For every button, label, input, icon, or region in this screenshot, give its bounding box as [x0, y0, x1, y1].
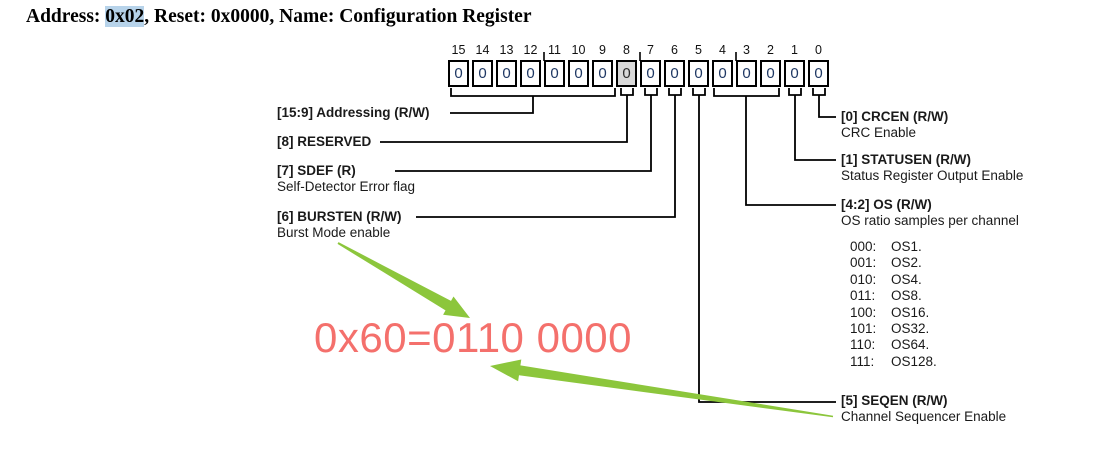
bit-number-6: 6 — [671, 43, 678, 57]
bit-cell-8-reserved: 0 — [616, 60, 637, 87]
os-option-row: 111: OS128. — [841, 354, 1019, 370]
os-option-code: 110: — [850, 337, 876, 353]
bit-number-11: 11 — [548, 43, 561, 57]
os-option-code: 100: — [850, 304, 877, 320]
bit-number-13: 13 — [499, 43, 514, 57]
bit-cell-10: 0 — [568, 60, 589, 87]
os-option-value: OS128. — [891, 353, 937, 369]
title-prefix: Address: — [26, 6, 106, 27]
connector-addressing — [450, 88, 616, 114]
bit-cell-row: 0 0 0 0 0 0 0 0 0 0 0 0 0 0 0 0 — [448, 60, 829, 87]
bit-cell-15: 0 — [448, 60, 469, 87]
os-option-code: 001: — [850, 255, 877, 271]
os-option-row: 101: OS32. — [841, 321, 1019, 337]
field-sdef: [7] SDEF (R) Self-Detector Error flag — [277, 163, 415, 195]
os-options-list: 000: OS1. 001: OS2. 010: OS4. 011: OS8. 100:… — [841, 239, 1019, 370]
field-addressing-name: [15:9] Addressing (R/W) — [277, 105, 430, 120]
bit-number-5: 5 — [695, 43, 702, 57]
bit-number-9: 9 — [599, 43, 606, 57]
green-arrow-from-bursten — [337, 242, 470, 318]
bit-cell-3: 0 — [736, 60, 757, 87]
bit-cell-12: 0 — [520, 60, 541, 87]
connector-statusen — [788, 88, 836, 161]
os-option-code: 010: — [850, 271, 877, 287]
connector-bursten — [416, 88, 682, 218]
os-option-value: OS2. — [891, 255, 922, 271]
field-reserved-name: [8] RESERVED — [277, 134, 372, 149]
os-option-row: 000: OS1. — [841, 239, 1019, 255]
bit-cell-2: 0 — [760, 60, 781, 87]
os-option-row: 100: OS16. — [841, 305, 1019, 321]
field-statusen: [1] STATUSEN (R/W) Status Register Outpu… — [841, 152, 1023, 184]
bit-number-0: 0 — [815, 43, 822, 57]
os-option-row: 001: OS2. — [841, 255, 1019, 271]
bit-cell-9: 0 — [592, 60, 613, 87]
page-title: Address: 0x02, Reset: 0x0000, Name: Conf… — [26, 6, 532, 28]
field-seqen-desc: Channel Sequencer Enable — [841, 409, 1007, 424]
connector-seqen — [692, 88, 836, 403]
bit-cell-11: 0 — [544, 60, 565, 87]
bit-number-2: 2 — [767, 43, 774, 57]
field-statusen-desc: Status Register Output Enable — [841, 168, 1024, 183]
os-option-code: 101: — [850, 321, 877, 337]
field-os-desc: OS ratio samples per channel — [841, 213, 1019, 228]
field-seqen: [5] SEQEN (R/W) Channel Sequencer Enable — [841, 393, 1006, 425]
field-os: [4:2] OS (R/W) OS ratio samples per chan… — [841, 197, 1019, 370]
bit-cell-4: 0 — [712, 60, 733, 87]
bit-cell-6: 0 — [664, 60, 685, 87]
os-option-value: OS32. — [891, 321, 930, 337]
bit-cell-13: 0 — [496, 60, 517, 87]
title-suffix: , Reset: 0x0000, Name: Configuration Reg… — [144, 6, 532, 27]
os-option-value: OS1. — [891, 239, 922, 254]
field-crcen-desc: CRC Enable — [841, 125, 917, 140]
bit-number-12: 12 — [523, 43, 538, 57]
bit-cell-0: 0 — [808, 60, 829, 87]
field-sdef-desc: Self-Detector Error flag — [277, 179, 416, 194]
green-arrow-from-seqen — [490, 359, 834, 418]
bit-cell-7: 0 — [640, 60, 661, 87]
os-option-row: 011: OS8. — [841, 288, 1019, 304]
os-option-row: 110: OS64. — [841, 337, 1019, 353]
field-seqen-name: [5] SEQEN (R/W) — [841, 393, 948, 408]
os-option-row: 010: OS4. — [841, 272, 1019, 288]
field-addressing: [15:9] Addressing (R/W) — [277, 105, 430, 121]
field-sdef-name: [7] SDEF (R) — [277, 163, 356, 178]
os-option-value: OS16. — [891, 304, 930, 320]
bit-number-4: 4 — [719, 43, 726, 57]
os-option-value: OS4. — [891, 271, 922, 287]
field-bursten-desc: Burst Mode enable — [277, 225, 391, 240]
connector-crcen — [812, 88, 836, 118]
bit-number-row: 15 14 13 12 11 10 9 8 7 6 5 4 3 2 1 0 — [448, 43, 829, 57]
bit-cell-14: 0 — [472, 60, 493, 87]
connector-sdef — [395, 88, 658, 172]
bit-number-3: 3 — [743, 43, 750, 57]
field-crcen: [0] CRCEN (R/W) CRC Enable — [841, 109, 948, 141]
field-os-name: [4:2] OS (R/W) — [841, 197, 932, 212]
bit-number-7: 7 — [647, 43, 654, 57]
os-option-code: 111: — [850, 353, 875, 369]
bit-number-10: 10 — [571, 43, 586, 57]
os-option-value: OS64. — [891, 337, 930, 353]
title-address-highlight: 0x02 — [105, 6, 145, 27]
bit-number-1: 1 — [791, 43, 798, 57]
os-option-value: OS8. — [891, 288, 922, 304]
connector-os — [713, 88, 836, 206]
bit-cell-5: 0 — [688, 60, 709, 87]
field-bursten: [6] BURSTEN (R/W) Burst Mode enable — [277, 209, 402, 241]
bit-number-14: 14 — [475, 43, 490, 57]
field-bursten-name: [6] BURSTEN (R/W) — [277, 209, 402, 224]
field-crcen-name: [0] CRCEN (R/W) — [841, 109, 949, 124]
field-reserved: [8] RESERVED — [277, 134, 371, 150]
bit-cell-1: 0 — [784, 60, 805, 87]
hex-binary-annotation: 0x60=0110 0000 — [314, 314, 633, 361]
bit-number-15: 15 — [451, 43, 466, 57]
os-option-code: 000: — [850, 239, 877, 254]
os-option-code: 011: — [850, 288, 876, 304]
field-statusen-name: [1] STATUSEN (R/W) — [841, 152, 971, 167]
bit-number-8: 8 — [623, 43, 630, 57]
